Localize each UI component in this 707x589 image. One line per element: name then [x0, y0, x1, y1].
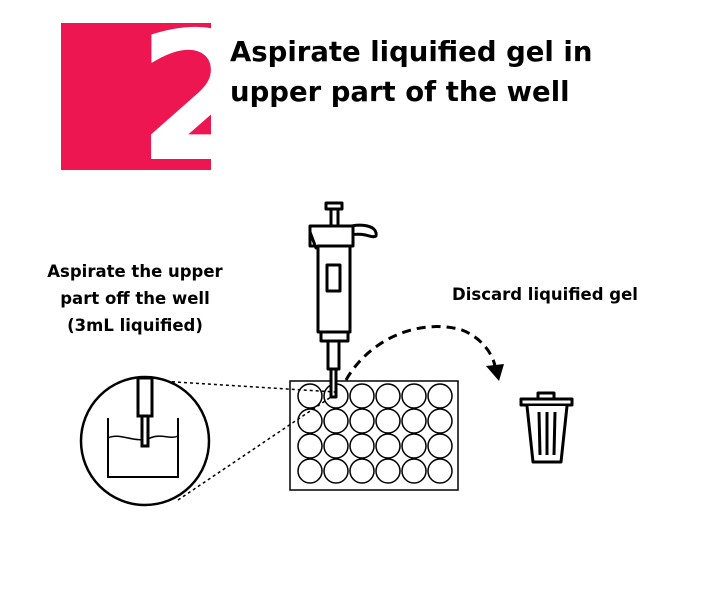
plate-well — [323, 458, 349, 484]
plate-well — [375, 383, 401, 409]
magnified-well-icon — [79, 375, 211, 507]
discard-label: Discard liquified gel — [452, 285, 638, 304]
title-line-1: Aspirate liquified gel in — [230, 36, 593, 68]
plate-well — [427, 433, 453, 459]
plate-well — [297, 408, 323, 434]
zoom-connector-lines — [159, 380, 336, 501]
aspirate-label-line-2: part off the well — [60, 289, 210, 308]
liquid-surface — [107, 435, 179, 441]
trash-can-lid — [519, 397, 574, 407]
page-title: Aspirate liquified gel in upper part of … — [230, 32, 690, 112]
well-plate-icon — [289, 380, 459, 491]
plate-well — [297, 458, 323, 484]
pipette-finger-hook — [343, 223, 378, 239]
plate-well — [297, 433, 323, 459]
step-badge: 2 — [61, 23, 211, 170]
plate-well — [427, 383, 453, 409]
plate-well — [401, 433, 427, 459]
aspirate-label-line-3: (3mL liquified) — [67, 316, 203, 335]
pipette-shaft — [326, 339, 341, 371]
plate-well — [401, 458, 427, 484]
plate-well — [349, 408, 375, 434]
pipette-plunger — [329, 207, 340, 229]
plate-well — [427, 458, 453, 484]
plate-well — [323, 433, 349, 459]
plate-wells — [297, 383, 453, 484]
pipette-tip — [329, 367, 338, 399]
pipette-display — [325, 263, 342, 293]
title-line-2: upper part of the well — [230, 76, 570, 108]
plate-well — [323, 408, 349, 434]
step-number: 2 — [137, 23, 211, 170]
well-cup — [107, 418, 179, 478]
plate-well — [349, 433, 375, 459]
plate-well — [427, 408, 453, 434]
plate-well — [349, 383, 375, 409]
aspirate-label-line-1: Aspirate the upper — [47, 262, 223, 281]
zoom-pipette-tip — [140, 414, 150, 448]
pipette-icon — [308, 201, 378, 399]
plate-well — [375, 433, 401, 459]
dashed-arrow-icon — [344, 325, 504, 381]
plate-well — [401, 383, 427, 409]
trash-can-icon — [519, 391, 574, 464]
aspirate-label: Aspirate the upper part off the well (3m… — [22, 258, 248, 339]
zoom-pipette-shaft — [136, 377, 154, 418]
plate-well — [401, 408, 427, 434]
plate-well — [297, 383, 323, 409]
plate-well — [349, 458, 375, 484]
plate-well — [375, 458, 401, 484]
plate-well — [375, 408, 401, 434]
